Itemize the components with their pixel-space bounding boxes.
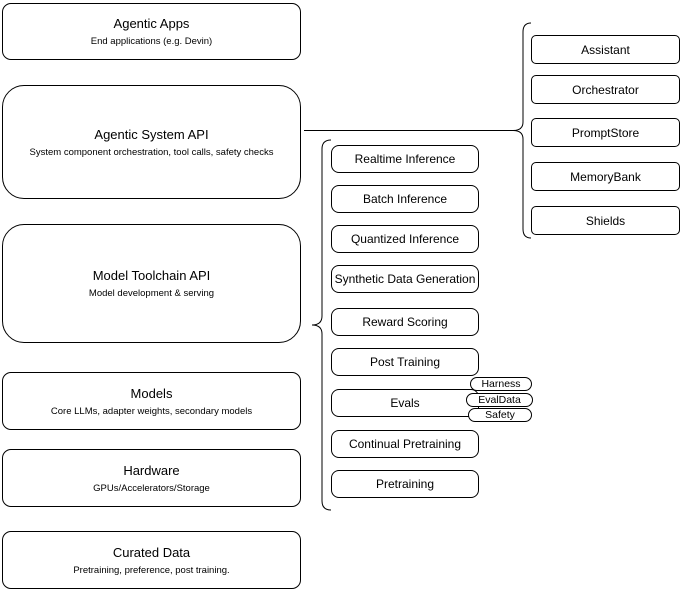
toolchain-item-reward-scoring: Reward Scoring (331, 308, 479, 336)
eval-tag-harness: Harness (470, 377, 532, 391)
layer-agentic-system-api: Agentic System API System component orch… (2, 85, 301, 199)
layer-title: Agentic Apps (113, 16, 190, 31)
component-label: Assistant (581, 42, 630, 57)
layer-title: Model Toolchain API (92, 268, 211, 283)
eval-tag-evaldata: EvalData (466, 393, 533, 407)
layer-subtitle: GPUs/Accelerators/Storage (93, 482, 210, 494)
toolchain-item-realtime-inference: Realtime Inference (331, 145, 479, 173)
toolchain-item-label: Post Training (369, 355, 441, 369)
toolchain-item-label: Continual Pretraining (348, 437, 462, 451)
layer-agentic-apps: Agentic Apps End applications (e.g. Devi… (2, 3, 301, 60)
component-promptstore: PromptStore (531, 118, 680, 147)
component-shields: Shields (531, 206, 680, 235)
layer-subtitle: Core LLMs, adapter weights, secondary mo… (50, 405, 253, 417)
toolchain-item-batch-inference: Batch Inference (331, 185, 479, 213)
component-assistant: Assistant (531, 35, 680, 64)
toolchain-item-evals: Evals (331, 389, 479, 417)
layer-model-toolchain-api: Model Toolchain API Model development & … (2, 224, 301, 343)
layer-subtitle: End applications (e.g. Devin) (90, 36, 213, 47)
toolchain-item-label: Synthetic Data Generation (334, 272, 476, 286)
eval-tag-label: EvalData (478, 394, 521, 406)
component-label: Orchestrator (572, 82, 639, 97)
layer-models: Models Core LLMs, adapter weights, secon… (2, 372, 301, 430)
layer-curated-data: Curated Data Pretraining, preference, po… (2, 531, 301, 589)
layer-subtitle: System component orchestration, tool cal… (29, 146, 274, 158)
component-label: PromptStore (571, 125, 640, 140)
toolchain-brace (311, 139, 332, 511)
component-label: MemoryBank (570, 169, 641, 184)
component-memorybank: MemoryBank (531, 162, 680, 191)
component-label: Shields (585, 213, 626, 228)
toolchain-item-post-training: Post Training (331, 348, 479, 376)
eval-tag-label: Safety (485, 409, 515, 421)
layer-subtitle: Pretraining, preference, post training. (73, 564, 230, 576)
toolchain-item-label: Quantized Inference (350, 232, 460, 246)
eval-tag-safety: Safety (468, 408, 532, 422)
toolchain-item-pretraining: Pretraining (331, 470, 479, 498)
toolchain-item-label: Realtime Inference (354, 152, 456, 166)
toolchain-item-synthetic-data-generation: Synthetic Data Generation (331, 265, 479, 293)
toolchain-item-label: Batch Inference (362, 192, 448, 206)
toolchain-item-label: Evals (390, 396, 420, 410)
layer-title: Hardware (123, 462, 180, 478)
layer-hardware: Hardware GPUs/Accelerators/Storage (2, 449, 301, 507)
toolchain-item-quantized-inference: Quantized Inference (331, 225, 479, 253)
components-brace (512, 22, 532, 239)
toolchain-item-label: Reward Scoring (362, 315, 448, 329)
layer-title: Agentic System API (94, 126, 209, 142)
toolchain-item-continual-pretraining: Continual Pretraining (331, 430, 479, 458)
layer-title: Curated Data (112, 544, 191, 560)
toolchain-item-label: Pretraining (375, 477, 435, 491)
layer-title: Models (130, 385, 173, 401)
component-orchestrator: Orchestrator (531, 75, 680, 104)
eval-tag-label: Harness (481, 378, 521, 390)
layer-subtitle: Model development & serving (88, 288, 215, 299)
